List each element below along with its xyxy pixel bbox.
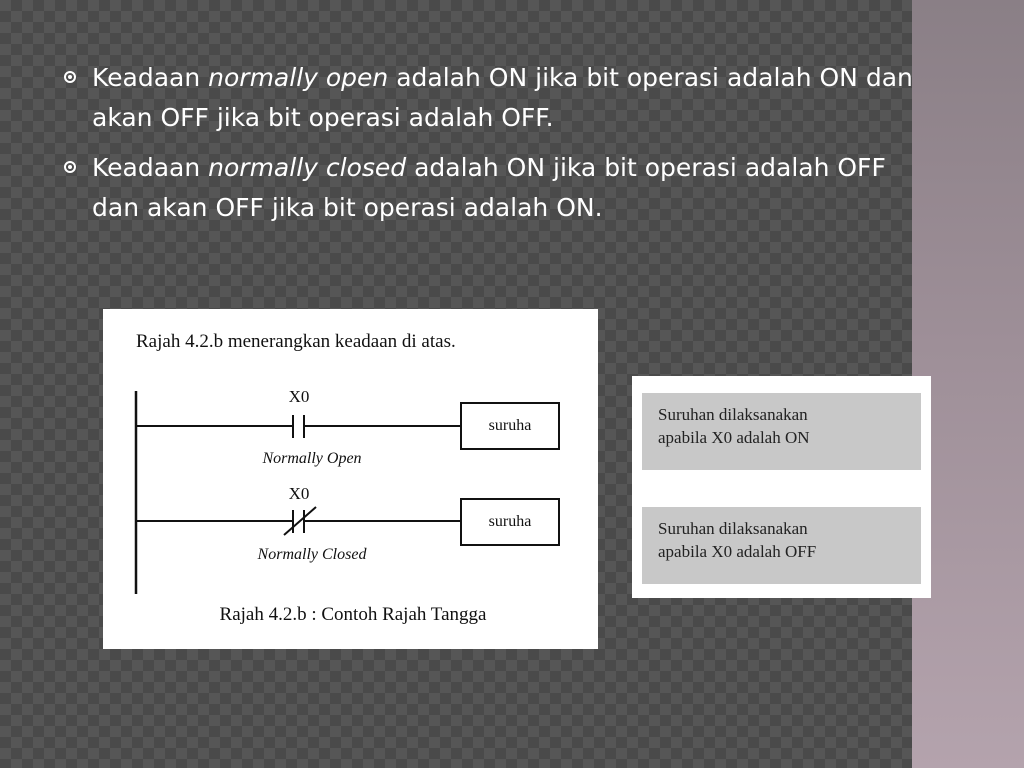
bullet-term: normally closed	[208, 153, 407, 182]
rung2-contact-type: Normally Closed	[257, 546, 368, 563]
diagram-caption: Rajah 4.2.b : Contoh Rajah Tangga	[220, 604, 487, 625]
ladder-diagram: Rajah 4.2.b menerangkan keadaan di atas.…	[103, 309, 598, 649]
note-line: Suruhan dilaksanakan	[658, 405, 808, 424]
notes-panel: Suruhan dilaksanakan apabila X0 adalah O…	[632, 376, 931, 598]
bullet-list: Keadaan normally open adalah ON jika bit…	[62, 58, 922, 238]
bullet-prefix: Keadaan	[92, 63, 209, 92]
bullet-suffix: adalah ON jika bit operasi adalah OFF da…	[92, 153, 886, 222]
note-line: Suruhan dilaksanakan	[658, 519, 808, 538]
note-off: Suruhan dilaksanakan apabila X0 adalah O…	[642, 507, 921, 584]
note-on: Suruhan dilaksanakan apabila X0 adalah O…	[642, 393, 921, 470]
bullet-normally-open: Keadaan normally open adalah ON jika bit…	[62, 58, 922, 138]
rung2-coil-label: suruha	[489, 513, 532, 530]
bullet-normally-closed: Keadaan normally closed adalah ON jika b…	[62, 148, 922, 228]
rung2-contact-label: X0	[289, 484, 310, 503]
note-line: apabila X0 adalah ON	[658, 428, 810, 447]
note-line: apabila X0 adalah OFF	[658, 542, 817, 561]
rung1-coil-label: suruha	[489, 417, 532, 434]
rung2-contact-slash	[283, 506, 317, 536]
rung1-contact-type: Normally Open	[261, 450, 361, 467]
rung1-contact-label: X0	[289, 387, 310, 406]
diagram-heading: Rajah 4.2.b menerangkan keadaan di atas.	[136, 331, 456, 352]
bullet-prefix: Keadaan	[92, 153, 209, 182]
ladder-diagram-svg: Rajah 4.2.b menerangkan keadaan di atas.…	[134, 331, 560, 625]
rung2-coil-box	[460, 498, 560, 546]
bullet-suffix: adalah ON jika bit operasi adalah ON dan…	[92, 63, 913, 132]
bullet-circle-icon	[64, 71, 76, 83]
bullet-circle-icon	[64, 161, 76, 173]
rung1-coil-box	[460, 402, 560, 450]
bullet-term: normally open	[208, 63, 389, 92]
